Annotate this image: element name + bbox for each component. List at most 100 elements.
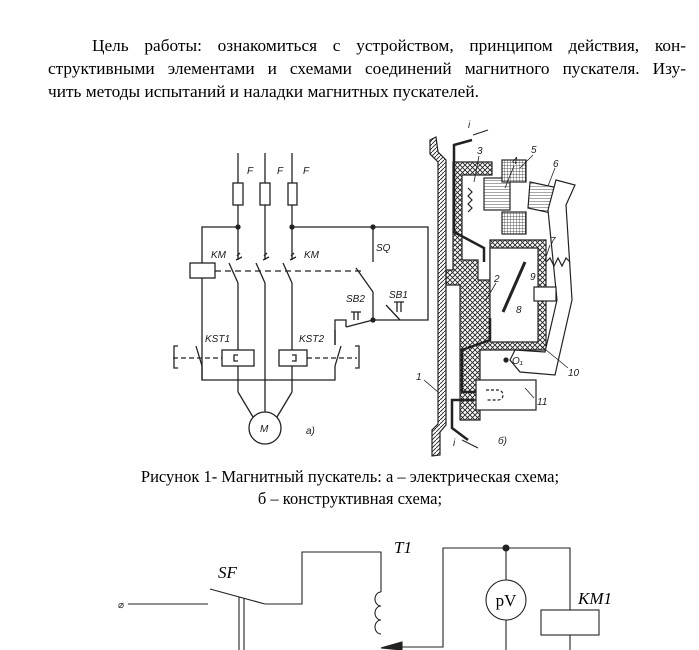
current-arrow-bottom xyxy=(461,439,479,449)
leader-2 xyxy=(485,282,497,301)
caption-line-2: б – конструктивная схема; xyxy=(257,489,443,508)
kst1-label: KST1 xyxy=(205,334,230,345)
constructive-schematic-b xyxy=(423,129,576,457)
heater-mark xyxy=(292,354,297,362)
wire-sf-to-t1 xyxy=(265,551,382,605)
km-contact-1 xyxy=(228,262,239,284)
leader-1 xyxy=(423,379,439,393)
km-label-right: KM xyxy=(304,250,320,261)
fuse-label-3: F xyxy=(303,166,310,177)
sb2-wire xyxy=(334,319,347,345)
bus-bottom xyxy=(450,398,474,441)
paragraph-line-1: Цель работы: ознакомиться с устройством,… xyxy=(92,36,686,55)
t1-winding xyxy=(374,591,382,635)
part-number-8: 8 xyxy=(516,305,522,316)
part-number-5: 5 xyxy=(531,145,537,156)
coil-5-bottom xyxy=(501,211,527,235)
sb1-button xyxy=(394,301,404,312)
caption-line-1: Рисунок 1- Магнитный пускатель: а – элек… xyxy=(140,467,560,486)
part-number-3: 3 xyxy=(477,146,483,157)
kst2-contact xyxy=(334,345,342,367)
motor-symbol xyxy=(248,411,282,445)
t1-tap-arrow xyxy=(380,641,403,650)
fuse-3 xyxy=(287,182,298,206)
heater-mark xyxy=(233,354,238,362)
test-circuit-diagram xyxy=(128,544,600,650)
sb2-label: SB2 xyxy=(346,294,365,305)
km-label-left: KM xyxy=(211,250,227,261)
arc-chamber xyxy=(489,247,539,343)
kst1-bracket xyxy=(173,345,178,369)
lever-arm xyxy=(509,179,576,376)
control-wire-left xyxy=(201,226,238,263)
motor-label: M xyxy=(260,424,269,435)
km-coil xyxy=(189,262,216,279)
kst2-label: KST2 xyxy=(299,334,324,345)
part-number-6: 6 xyxy=(553,159,559,170)
contact-mark xyxy=(289,252,297,261)
kst1-contact xyxy=(195,345,203,367)
fuse-1 xyxy=(232,182,244,206)
leader-5 xyxy=(519,154,534,169)
bus-top xyxy=(452,138,486,262)
current-label-top: i xyxy=(468,120,471,131)
paragraph-line-2: структивными элементами и схемами соедин… xyxy=(48,59,686,78)
schematic-a-labels: F F F KM KM SQ SB2 SB1 KST1 KST2 M а) xyxy=(205,166,408,437)
control-return-wire xyxy=(201,366,336,381)
sb1-contact xyxy=(385,304,401,321)
current-arrow-top xyxy=(472,129,489,136)
part-number-10: 10 xyxy=(568,368,580,379)
kst1-heater xyxy=(221,349,255,367)
contact-mark xyxy=(262,252,270,261)
mounting-plate-1 xyxy=(429,136,447,457)
kst2-bracket xyxy=(355,345,360,369)
leader-4 xyxy=(504,165,515,189)
contact-bridge-8 xyxy=(501,261,527,313)
part-number-9: 9 xyxy=(530,272,536,283)
leader-10 xyxy=(539,344,569,369)
test-circuit-labels: ⌀ SF T1 pV KM1 xyxy=(118,538,612,611)
part-a-label: а) xyxy=(306,426,315,437)
leader-11 xyxy=(524,387,535,399)
sq-label: SQ xyxy=(376,243,391,254)
sb2-contact xyxy=(345,319,374,328)
part-number-1: 1 xyxy=(416,372,422,383)
leader-6 xyxy=(547,167,556,187)
constructive-b-labels: i i 1 2 3 4 5 6 7 8 9 10 11 O₁ б) xyxy=(416,120,580,449)
km1-label: KM1 xyxy=(577,589,612,608)
sf-label: SF xyxy=(218,563,238,582)
fuse-label-1: F xyxy=(247,166,254,177)
part-number-11: 11 xyxy=(537,397,547,408)
sb1-label: SB1 xyxy=(389,290,408,301)
current-label-bottom: i xyxy=(453,438,456,449)
km-aux-contact xyxy=(355,267,374,293)
electrical-schematic-a xyxy=(173,153,429,445)
sf-switch-blade xyxy=(209,588,266,605)
part-number-4: 4 xyxy=(512,156,518,167)
leader-3 xyxy=(473,155,480,183)
pivot-dot xyxy=(503,357,509,363)
contact-mark xyxy=(235,252,243,261)
t1-label: T1 xyxy=(394,538,412,557)
paragraph-line-3: чить методы испытаний и наладки магнитны… xyxy=(48,82,479,101)
motor-lead-1 xyxy=(237,391,254,418)
contact-holder xyxy=(533,286,557,302)
core-4 xyxy=(483,177,511,211)
spring-7 xyxy=(545,256,571,268)
spring-3 xyxy=(467,187,473,213)
fuse-label-2: F xyxy=(277,166,284,177)
pv-label: pV xyxy=(496,591,518,610)
fuse-2 xyxy=(259,182,271,206)
thermal-relay-11 xyxy=(475,379,537,411)
wire-t1-to-load xyxy=(402,547,571,648)
km-contact-3 xyxy=(282,262,293,284)
part-b-label: б) xyxy=(498,435,507,447)
km-contact-2 xyxy=(255,262,266,284)
coil-5-top xyxy=(501,159,527,183)
figure-1-caption: Рисунок 1- Магнитный пускатель: а – элек… xyxy=(0,466,699,510)
motor-lead-3 xyxy=(276,391,293,418)
goal-paragraph: Цель работы: ознакомиться с устройством,… xyxy=(48,34,686,103)
part-number-7: 7 xyxy=(550,236,556,247)
bus-middle xyxy=(460,318,492,394)
